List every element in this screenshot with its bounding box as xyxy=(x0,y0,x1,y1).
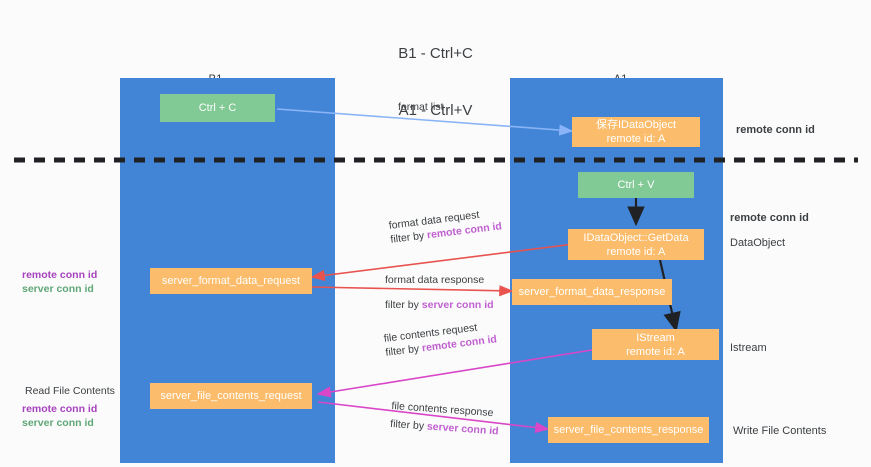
node-istream[interactable]: IStream remote id: A xyxy=(592,329,719,360)
filter-by-prefix-1: filter by xyxy=(389,229,428,246)
edge-label-file-contents-response-line2: filter by server conn id xyxy=(390,417,499,439)
edge-label-file-contents-response: file contents response filter by server … xyxy=(390,399,501,438)
left-note-mid-server: server conn id xyxy=(22,283,94,295)
node-server-format-data-request[interactable]: server_format_data_request xyxy=(150,268,312,294)
node-istream-subtitle: remote id: A xyxy=(626,345,685,358)
node-ctrl-c-label: Ctrl + C xyxy=(198,102,237,114)
node-save-idataobject-title: 保存IDataObject xyxy=(595,119,677,131)
keyword-server-conn-id-1: server conn id xyxy=(421,299,494,311)
left-note-read-file-contents: Read File Contents xyxy=(25,384,115,398)
node-server-format-data-response-label: server_format_data_response xyxy=(518,286,666,298)
left-note-bottom-server: server conn id xyxy=(22,417,94,429)
node-server-file-contents-response[interactable]: server_file_contents_response xyxy=(548,417,709,443)
node-server-format-data-response[interactable]: server_format_data_response xyxy=(512,279,672,305)
right-note-dataobject: DataObject xyxy=(730,237,786,249)
edge-label-file-contents-request: file contents request filter by remote c… xyxy=(383,318,498,359)
filter-by-prefix-3: filter by xyxy=(384,342,423,359)
edge-label-format-data-response: format data response filter by server co… xyxy=(385,273,494,312)
filter-by-prefix-4: filter by xyxy=(389,417,428,433)
edge-label-format-data-response-line1: format data response xyxy=(385,274,485,286)
node-ctrl-v-label: Ctrl + V xyxy=(617,179,655,191)
keyword-server-conn-id-2: server conn id xyxy=(426,420,499,438)
right-note-remote-conn-id-top: remote conn id xyxy=(736,124,815,136)
node-server-file-contents-response-label: server_file_contents_response xyxy=(553,424,704,436)
left-note-bottom-conn-ids: remote conn id server conn id xyxy=(22,402,97,430)
node-save-idataobject[interactable]: 保存IDataObject remote id: A xyxy=(572,117,700,147)
title-line-1: B1 - Ctrl+C xyxy=(398,45,473,62)
node-getdata-title: IDataObject::GetData xyxy=(583,231,689,244)
left-note-bottom-remote: remote conn id xyxy=(22,403,98,415)
left-note-mid-remote: remote conn id xyxy=(22,269,98,281)
node-server-file-contents-request-label: server_file_contents_request xyxy=(160,390,302,402)
edge-label-format-list-text: format list xyxy=(398,101,444,113)
right-note-istream: Istream xyxy=(730,342,767,354)
edge-label-format-list: format list xyxy=(398,100,444,114)
right-note-remote-conn-id-mid: remote conn id xyxy=(730,212,809,224)
left-note-mid-conn-ids: remote conn id server conn id xyxy=(22,268,97,296)
node-getdata-subtitle: remote id: A xyxy=(606,245,666,258)
node-server-format-data-request-label: server_format_data_request xyxy=(161,275,301,287)
right-note-write-file-contents: Write File Contents xyxy=(733,425,827,437)
edge-label-format-data-response-line2: filter by server conn id xyxy=(385,298,494,312)
node-ctrl-v[interactable]: Ctrl + V xyxy=(578,172,694,198)
node-save-idataobject-subtitle: remote id: A xyxy=(606,133,666,145)
left-note-read-file-contents-text: Read File Contents xyxy=(25,385,115,397)
edge-label-format-data-request: format data request filter by remote con… xyxy=(388,205,503,246)
node-idataobject-getdata[interactable]: IDataObject::GetData remote id: A xyxy=(568,229,704,260)
node-istream-title: IStream xyxy=(636,331,675,344)
node-server-file-contents-request[interactable]: server_file_contents_request xyxy=(150,383,312,409)
node-ctrl-c[interactable]: Ctrl + C xyxy=(160,94,275,122)
filter-by-prefix-2: filter by xyxy=(385,299,422,311)
